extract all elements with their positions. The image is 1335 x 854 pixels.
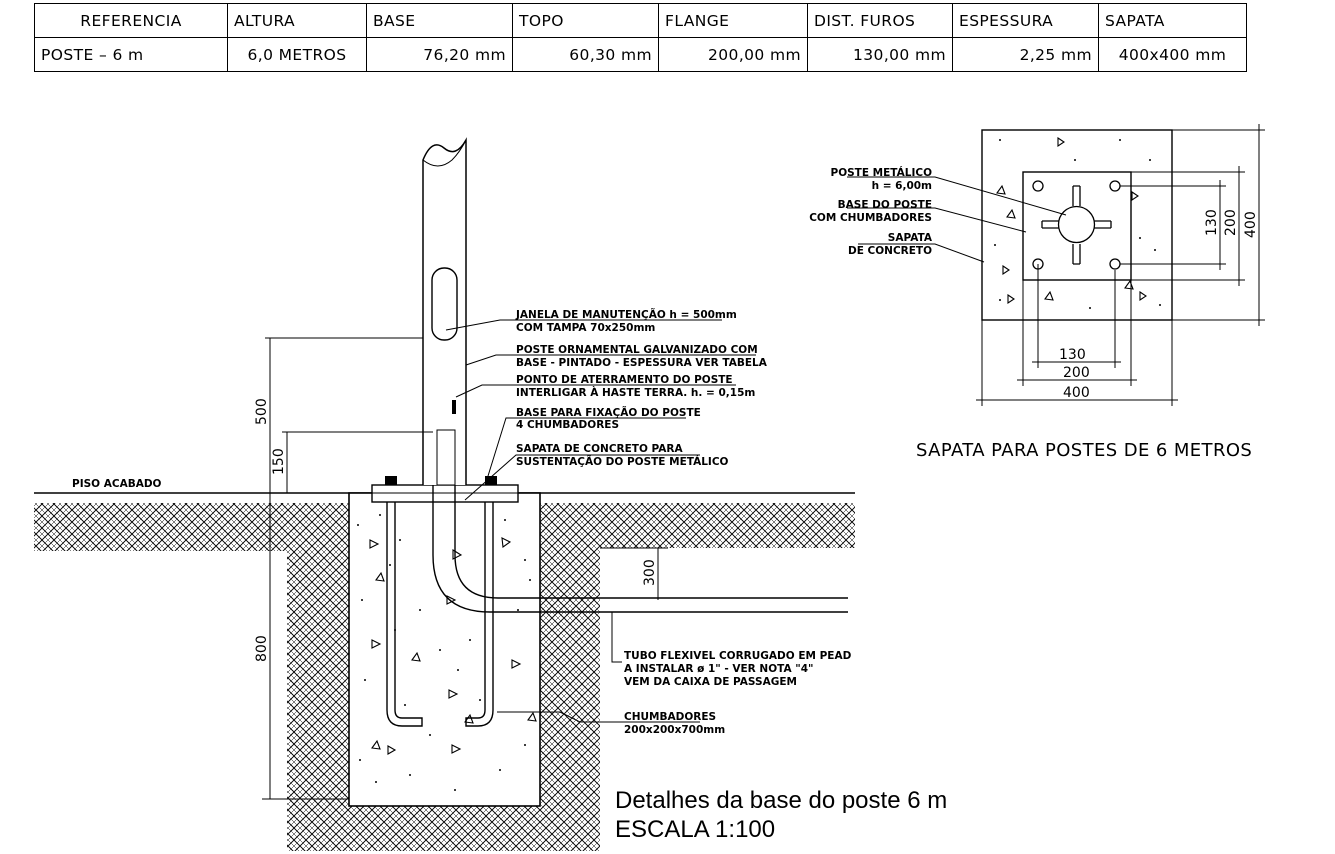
label-poste-1: POSTE ORNAMENTAL GALVANIZADO COM <box>516 344 758 356</box>
label-piso: PISO ACABADO <box>72 478 162 490</box>
dimensions <box>262 337 668 800</box>
cell-flange: 200,00 mm <box>658 37 808 72</box>
section-view: PISO ACABADO <box>34 137 855 851</box>
plan-label-poste-2: h = 6,00m <box>872 180 932 192</box>
label-sapata-2: SUSTENTAÇÃO DO POSTE METÁLICO <box>516 455 729 468</box>
dim-300: 300 <box>642 559 658 586</box>
anchor-bolts <box>386 485 494 727</box>
label-janela-2: COM TAMPA 70x250mm <box>516 322 655 334</box>
plan-leader-lines <box>847 176 1067 263</box>
caption-scale: ESCALA 1:100 <box>615 816 776 843</box>
label-base-fixacao-2: 4 CHUMBADORES <box>516 419 619 431</box>
plan-dim-130-vertical: 130 <box>1204 209 1220 236</box>
table-row: POSTE – 6 m 6,0 METROS 76,20 mm 60,30 mm… <box>34 37 1247 72</box>
header-referencia: REFERENCIA <box>34 3 228 38</box>
grounding-point-icon <box>452 400 456 414</box>
plan-label-base-2: COM CHUMBADORES <box>809 212 932 224</box>
leader-lines <box>445 319 756 723</box>
label-janela-1: JANELA DE MANUTENÇÃO h = 500mm <box>515 308 737 321</box>
header-topo: TOPO <box>512 3 659 38</box>
plan-dim-130-horizontal: 130 <box>1059 347 1086 363</box>
soil-hatch <box>34 503 855 851</box>
plan-dots <box>994 139 1161 309</box>
plan-label-sapata-1: SAPATA <box>888 232 933 244</box>
concrete-aggregate <box>369 537 537 755</box>
plan-callouts: POSTE METÁLICO h = 6,00m BASE DO POSTE C… <box>809 166 933 257</box>
section-callouts: JANELA DE MANUTENÇÃO h = 500mm COM TAMPA… <box>515 308 852 736</box>
header-altura: ALTURA <box>227 3 367 38</box>
label-tubo-1: TUBO FLEXIVEL CORRUGADO EM PEAD <box>624 650 852 662</box>
spec-table: REFERENCIA ALTURA BASE TOPO FLANGE DIST.… <box>34 3 1247 72</box>
plan-dim-400-horizontal: 400 <box>1063 385 1090 401</box>
plan-anchor-holes <box>1032 180 1121 270</box>
cell-sapata: 400x400 mm <box>1098 37 1247 72</box>
conduit <box>432 432 848 613</box>
label-tubo-2: A INSTALAR ø 1" - VER NOTA "4" <box>624 663 814 675</box>
pole <box>422 137 467 486</box>
cell-topo: 60,30 mm <box>512 37 659 72</box>
label-chumbadores-2: 200x200x700mm <box>624 724 725 736</box>
label-aterramento-1: PONTO DE ATERRAMENTO DO POSTE <box>516 374 733 386</box>
plan-dim-200-horizontal: 200 <box>1063 365 1090 381</box>
cell-base: 76,20 mm <box>366 37 513 72</box>
cell-espessura: 2,25 mm <box>952 37 1099 72</box>
label-aterramento-2: INTERLIGAR À HASTE TERRA. h. = 0,15m <box>516 386 755 399</box>
label-chumbadores-1: CHUMBADORES <box>624 711 716 723</box>
cell-referencia: POSTE – 6 m <box>34 37 228 72</box>
plan-aggregate <box>996 136 1147 305</box>
plan-title: SAPATA PARA POSTES DE 6 METROS <box>916 440 1252 461</box>
plan-dim-400-vertical: 400 <box>1243 211 1259 238</box>
maintenance-window <box>431 267 458 341</box>
plan-label-poste-1: POSTE METÁLICO <box>831 166 933 179</box>
plan-dimensions <box>976 124 1265 406</box>
drawing-caption: Detalhes da base do poste 6 m ESCALA 1:1… <box>615 786 947 844</box>
table-header-row: REFERENCIA ALTURA BASE TOPO FLANGE DIST.… <box>34 3 1247 38</box>
dim-500: 500 <box>254 398 270 425</box>
label-poste-2: BASE - PINTADO - ESPESSURA VER TABELA <box>516 357 768 369</box>
cell-dist-furos: 130,00 mm <box>807 37 953 72</box>
header-espessura: ESPESSURA <box>952 3 1099 38</box>
plan-pole <box>1041 185 1112 265</box>
anchor-nuts <box>385 476 497 485</box>
concrete-dots <box>357 514 531 791</box>
plan-label-sapata-2: DE CONCRETO <box>848 245 932 257</box>
dim-800: 800 <box>254 635 270 662</box>
dim-150: 150 <box>271 448 287 475</box>
header-sapata: SAPATA <box>1098 3 1247 38</box>
label-tubo-3: VEM DA CAIXA DE PASSAGEM <box>624 676 797 688</box>
caption-title: Detalhes da base do poste 6 m <box>615 787 948 814</box>
concrete-footing <box>348 492 541 807</box>
label-base-fixacao-1: BASE PARA FIXAÇÃO DO POSTE <box>516 406 701 419</box>
cell-altura: 6,0 METROS <box>227 37 367 72</box>
plan-view: 130 200 400 130 200 400 POSTE METÁLICO h… <box>809 124 1265 461</box>
plan-label-base-1: BASE DO POSTE <box>838 199 932 211</box>
plan-dim-200-vertical: 200 <box>1223 209 1239 236</box>
label-sapata-1: SAPATA DE CONCRETO PARA <box>516 443 683 455</box>
